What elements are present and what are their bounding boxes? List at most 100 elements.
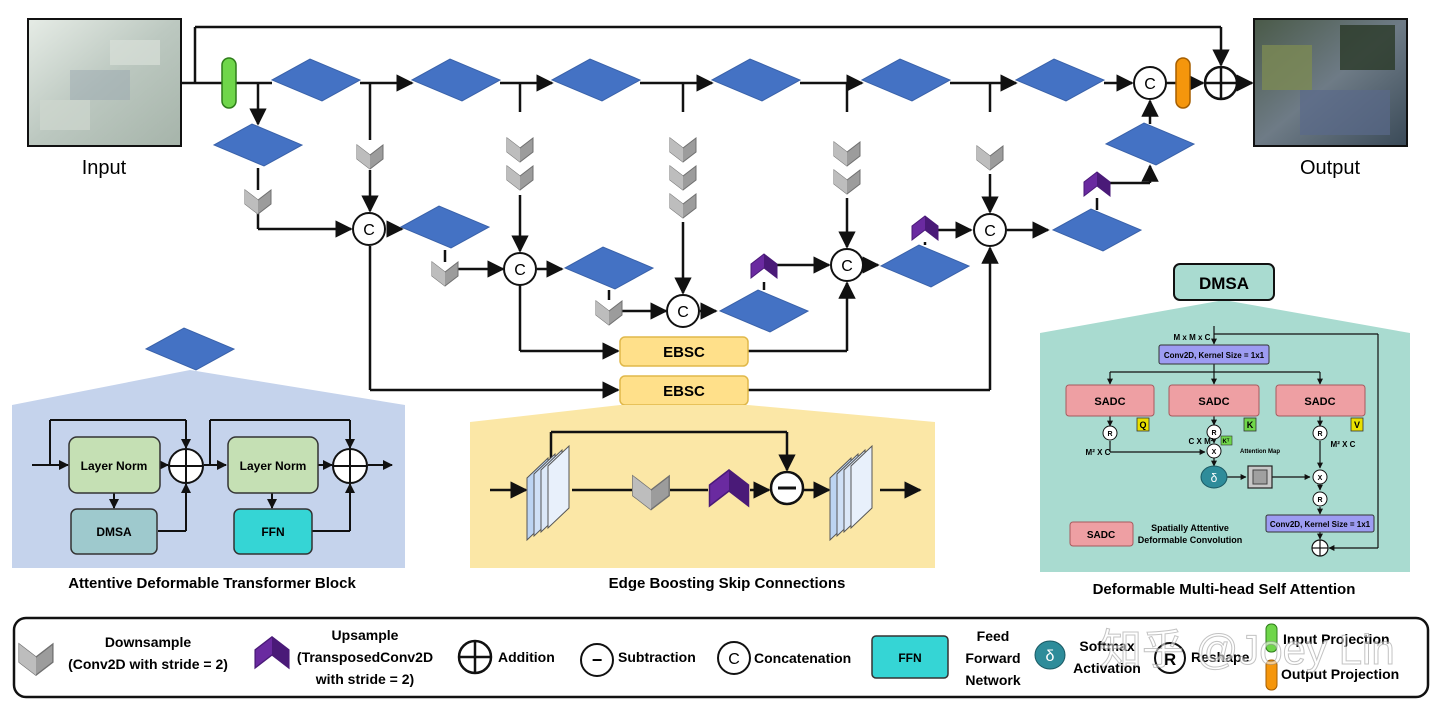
legend-reshape: Reshape: [1191, 649, 1250, 665]
concat-node: C: [666, 294, 700, 328]
concat-node: C: [352, 212, 386, 246]
watermark: 知乎 @Joey Lin: [1100, 626, 1395, 673]
svg-text:C: C: [677, 304, 689, 321]
adtb-block: [711, 58, 801, 102]
flow-lines: [181, 25, 1254, 399]
adtb-block: [1052, 208, 1142, 252]
dmsa-conv-bottom: Conv2D, Kernel Size = 1x1: [1270, 520, 1371, 529]
legend-addition-icon: [457, 639, 493, 675]
dmsa-attention-map-label: Attention Map: [1240, 449, 1280, 455]
output-image: [1253, 18, 1408, 147]
dmsa-legend-text-2: Deformable Convolution: [1138, 535, 1243, 545]
adtb-block: [861, 58, 951, 102]
dmsa-m2xc-right: M² X C: [1331, 440, 1356, 449]
input-label: Input: [82, 157, 127, 179]
concat-node: C: [830, 248, 864, 282]
legend-ffn-box: [871, 635, 949, 679]
downsample-icon: [506, 165, 534, 191]
adtb-block: [400, 205, 490, 249]
legend-softmax-1: Softmax: [1079, 638, 1134, 654]
legend-upsample-2: (TransposedConv2D: [297, 649, 433, 665]
svg-text:C: C: [841, 258, 853, 275]
dmsa-reshape-v: R: [1317, 431, 1322, 438]
legend-upsample-3: with stride = 2): [315, 671, 414, 687]
dmsa-mxmxc: M x M x C: [1174, 333, 1211, 342]
ebsc-block: EBSC: [619, 375, 749, 406]
concat-node: C: [503, 252, 537, 286]
dmsa-cxm2: C X M²: [1189, 437, 1214, 446]
dmsa-k: K: [1247, 420, 1254, 430]
downsample-icon: [669, 137, 697, 163]
svg-text:δ: δ: [1046, 648, 1055, 665]
adtb-block: [411, 58, 501, 102]
upsample-icon: [911, 215, 939, 241]
adtb-block: [213, 123, 303, 167]
dmsa-panel: DMSA M x M x C Conv2D,: [1040, 263, 1410, 572]
svg-text:C: C: [984, 223, 996, 240]
downsample-icon: [244, 189, 272, 215]
legend-softmax-icon: δ: [1034, 640, 1066, 670]
svg-text:C: C: [514, 262, 526, 279]
svg-text:EBSC: EBSC: [663, 344, 705, 361]
svg-text:EBSC: EBSC: [663, 383, 705, 400]
dmsa-m2xc-left: M² X C: [1086, 448, 1111, 457]
adtb-block: [271, 58, 361, 102]
legend-softmax-2: Activation: [1073, 660, 1141, 676]
concat-node: C: [973, 213, 1007, 247]
adtb-block: [564, 246, 654, 290]
adtb-block: [551, 58, 641, 102]
dmsa-kt: Kᵀ: [1223, 438, 1230, 445]
output-label: Output: [1300, 157, 1360, 179]
adtb-ffn: FFN: [261, 525, 284, 539]
adtb-layernorm-1: Layer Norm: [81, 459, 148, 473]
adtb-title: Attentive Deformable Transformer Block: [68, 575, 356, 592]
addition-node: [1203, 65, 1239, 101]
downsample-icon: [506, 137, 534, 163]
input-image: [27, 18, 182, 147]
dmsa-sadc-k: SADC: [1198, 396, 1229, 408]
downsample-icon: [976, 145, 1004, 171]
legend-ffn-symbol: FFN: [898, 651, 921, 665]
downsample-icon: [356, 144, 384, 170]
dmsa-mult-1: X: [1212, 449, 1217, 456]
downsample-icon: [669, 165, 697, 191]
concat-node: C: [1133, 66, 1167, 100]
output-projection: [1175, 57, 1191, 109]
legend-downsample-1: Downsample: [105, 634, 192, 650]
svg-text:−: −: [592, 650, 603, 670]
svg-text:R: R: [1164, 650, 1176, 669]
dmsa-legend-sadc: SADC: [1087, 530, 1115, 541]
dmsa-softmax: δ: [1211, 471, 1218, 485]
legend-downsample-2: (Conv2D with stride = 2): [68, 656, 228, 672]
svg-text:C: C: [363, 222, 375, 239]
legend-output-projection-icon: [1265, 659, 1278, 691]
dmsa-title: Deformable Multi-head Self Attention: [1093, 581, 1356, 598]
legend-ffn-2: Forward: [965, 650, 1020, 666]
dmsa-reshape-k: R: [1211, 430, 1216, 437]
adtb-block: [1015, 58, 1105, 102]
legend-input-projection-icon: [1265, 623, 1278, 653]
legend-box: Downsample (Conv2D with stride = 2) Upsa…: [12, 616, 1430, 699]
dmsa-legend-text-1: Spatially Attentive: [1151, 523, 1229, 533]
legend-upsample-1: Upsample: [332, 627, 399, 643]
adtb-block: [1105, 122, 1195, 166]
dmsa-reshape-out: R: [1317, 497, 1322, 504]
svg-text:C: C: [1144, 76, 1156, 93]
downsample-icon: [833, 169, 861, 195]
legend-ffn-1: Feed: [977, 628, 1010, 644]
dmsa-reshape-q: R: [1107, 431, 1112, 438]
downsample-icon: [833, 141, 861, 167]
upsample-icon: [750, 253, 778, 279]
legend-input-projection: Input Projection: [1283, 631, 1390, 647]
legend-ffn-3: Network: [965, 672, 1020, 688]
ebsc-panel: [470, 405, 935, 568]
adtb-dmsa: DMSA: [96, 525, 132, 539]
dmsa-header: DMSA: [1199, 274, 1249, 293]
upsample-icon: [1083, 171, 1111, 197]
adtb-panel: Layer Norm DMSA Layer Norm FFN: [12, 327, 405, 568]
legend-concatenation: Concatenation: [754, 650, 851, 666]
input-projection: [221, 57, 237, 109]
legend-subtraction-icon: −: [580, 643, 614, 677]
dmsa-sadc-v: SADC: [1304, 396, 1335, 408]
